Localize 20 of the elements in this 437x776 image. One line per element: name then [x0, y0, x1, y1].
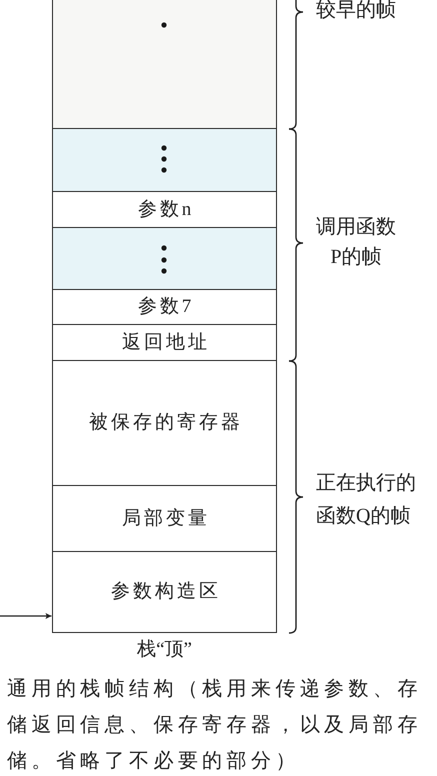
- side-label: 栈“顶”: [137, 638, 192, 662]
- stack-slot: [52, 552, 277, 633]
- arrow: [0, 613, 52, 619]
- stack-slot: [52, 192, 277, 228]
- slot-label: 局部变量: [121, 508, 210, 530]
- slot-label: 参数n: [136, 198, 194, 220]
- slot-label: 返回地址: [121, 332, 210, 354]
- side-label: 调用函数P的帧: [315, 215, 397, 270]
- stack-slot: [52, 361, 277, 486]
- stack-slot: [52, 290, 277, 325]
- stack-slot: [52, 325, 277, 361]
- side-label: 正在执行的函数Q的帧: [316, 471, 417, 529]
- stack-slot: [52, 129, 277, 192]
- caption: 通用的栈帧结构（栈用来传递参数、存储返回信息、保存寄存器，以及局部存储。省略了不必要的部分）: [7, 677, 423, 774]
- slot-label: 参数构造区: [110, 581, 221, 603]
- stack-slot: [52, 0, 277, 129]
- stack-slot: [52, 228, 277, 290]
- stack-slot: [52, 486, 277, 552]
- slot-label: 参数7: [136, 296, 194, 318]
- slot-label: 被保存的寄存器: [88, 412, 243, 434]
